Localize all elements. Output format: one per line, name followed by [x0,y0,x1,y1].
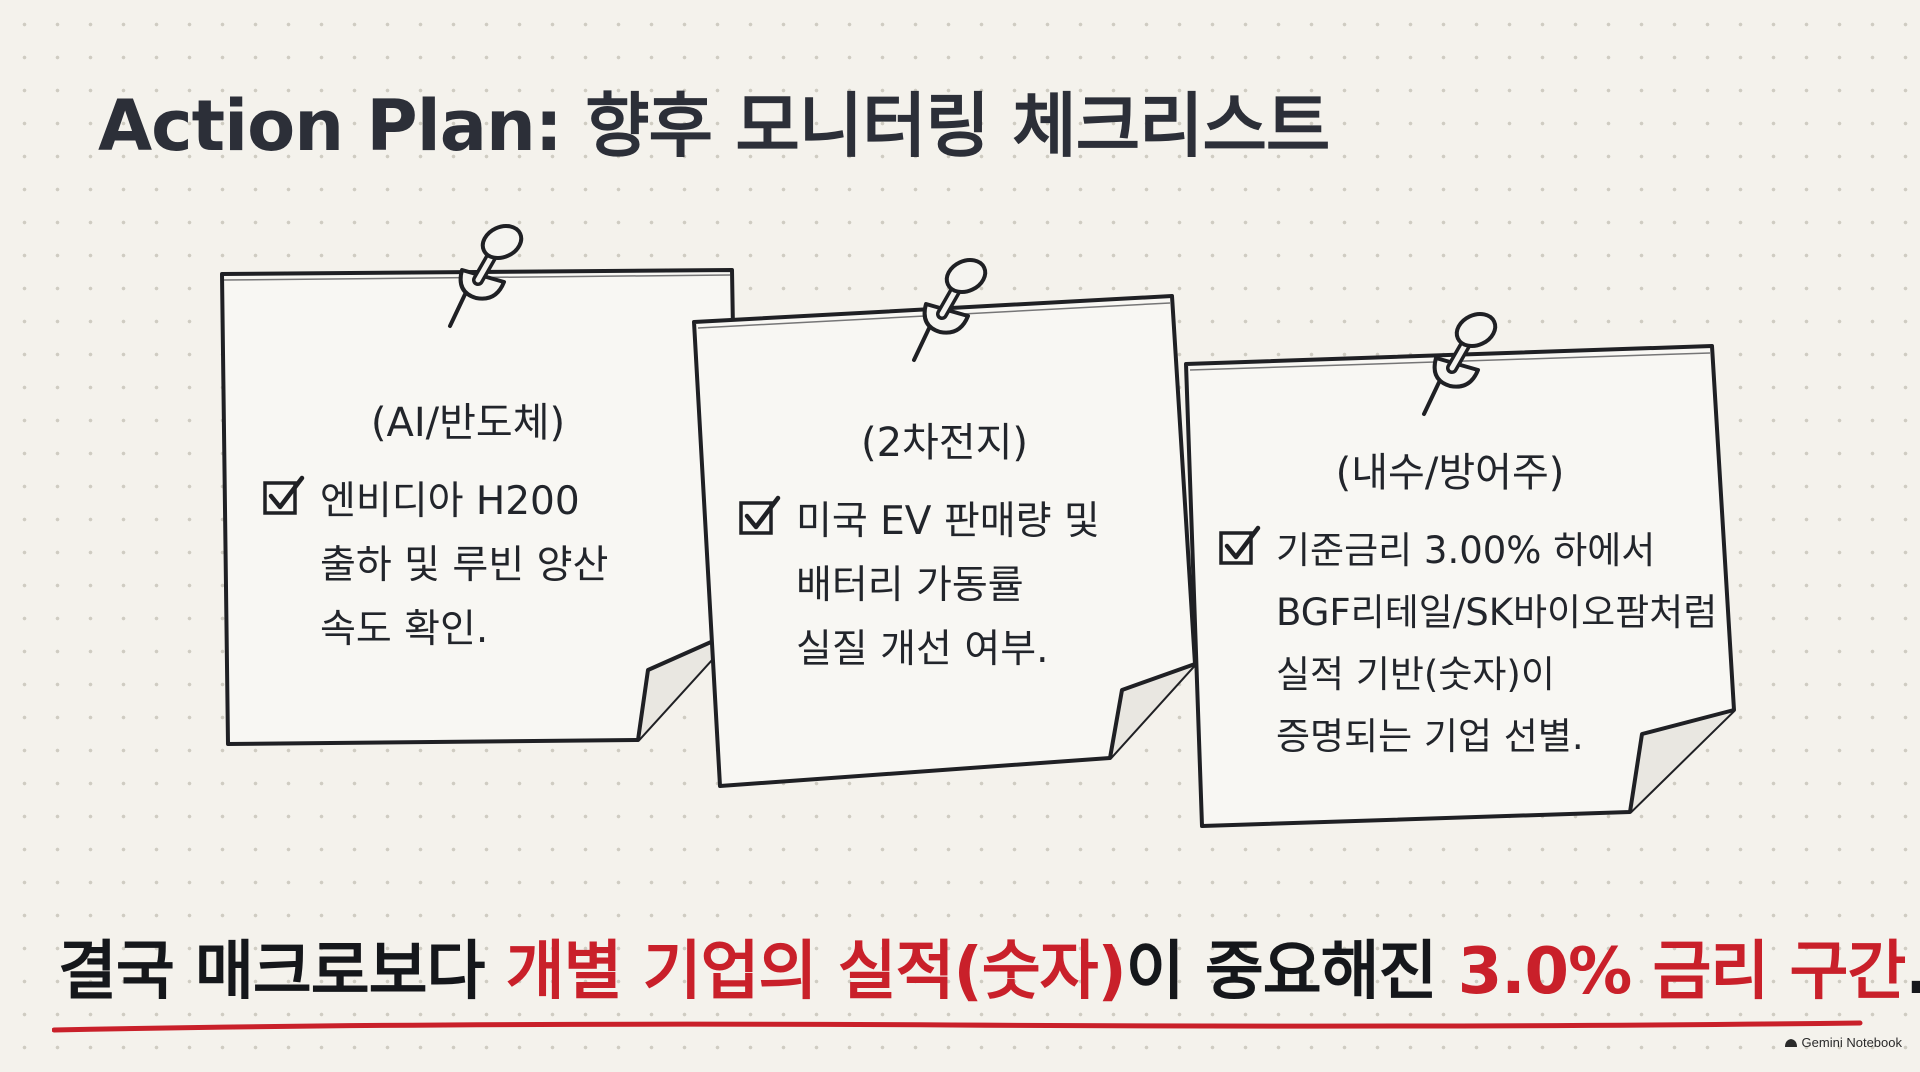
red-underline [52,1020,1863,1033]
note-paper [692,294,1197,788]
pushpin-icon [1422,311,1498,416]
checklist-item-text: 엔비디아 H200 출하 및 루빈 양산 속도 확인. [320,479,609,652]
conclusion-part: 결국 매크로보다 [58,935,506,1009]
checklist-item: 엔비디아 H200 출하 및 루빈 양산 속도 확인. [262,470,608,662]
note-heading: (내수/방어주) [1335,450,1565,496]
checklist-item-text: 기준금리 3.00% 하에서 BGF리테일/SK바이오팜처럼 실적 기반(숫자)… [1276,529,1718,758]
conclusion-text: 결국 매크로보다 개별 기업의 실적(숫자)이 중요해진 3.0% 금리 구간. [58,920,1920,1012]
checkbox-checked-icon [1219,525,1261,565]
conclusion-highlight: 개별 기업의 실적(숫자) [505,935,1127,1009]
pushpin-icon [912,257,988,362]
note-heading: (AI/반도체) [370,400,566,446]
sticky-note-secondary-battery: (2차전지) 미국 EV 판매량 및 배터리 가동률 실질 개선 여부. [692,292,1197,792]
sticky-note-ai-semiconductor: (AI/반도체) 엔비디아 H200 출하 및 루빈 양산 속도 확인. [218,262,740,752]
checkbox-checked-icon [739,495,781,535]
checklist-item-text: 미국 EV 판매량 및 배터리 가동률 실질 개선 여부. [796,499,1100,672]
pushpin-icon [448,223,524,328]
watermark: Gemini Notebook [1784,1035,1902,1050]
watermark-text: Gemini Notebook [1801,1035,1902,1050]
checkbox-checked-icon [263,475,305,515]
gemini-logo-icon [1784,1038,1797,1047]
sticky-note-domestic-defensive: (내수/방어주) 기준금리 3.00% 하에서 BGF리테일/SK바이오팜처럼 … [1184,342,1736,832]
checklist-item: 기준금리 3.00% 하에서 BGF리테일/SK바이오팜처럼 실적 기반(숫자)… [1218,520,1717,768]
note-heading: (2차전지) [860,420,1029,466]
conclusion-highlight: 3.0% 금리 구간 [1457,935,1907,1009]
conclusion-part: 이 중요해진 [1125,935,1458,1009]
checklist-item: 미국 EV 판매량 및 배터리 가동률 실질 개선 여부. [738,490,1100,682]
note-paper [1184,344,1736,828]
page-title: Action Plan: 향후 모니터링 체크리스트 [98,85,1330,167]
conclusion-part: . [1905,935,1920,1009]
